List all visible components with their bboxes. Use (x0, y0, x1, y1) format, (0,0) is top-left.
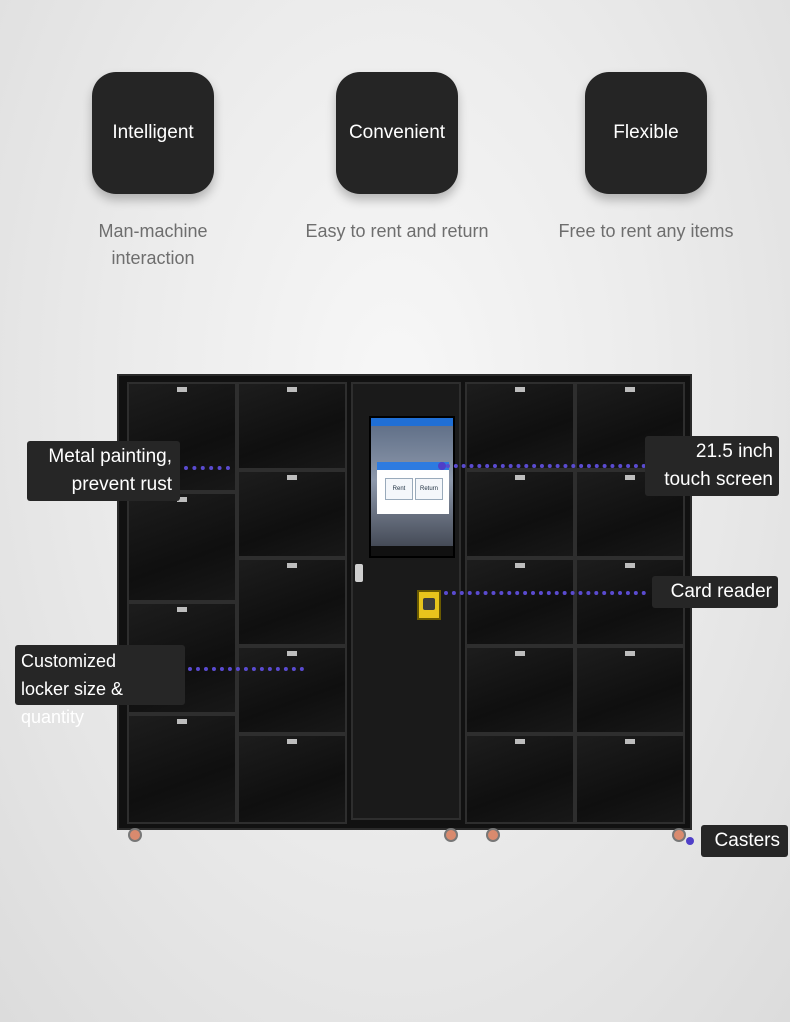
callout-casters: Casters (701, 825, 788, 857)
callout-customized: Customized locker size & quantity (15, 645, 185, 727)
card-reader-icon (417, 590, 441, 620)
locker-door (465, 646, 575, 734)
locker-door (127, 492, 237, 602)
callout-connector (446, 464, 646, 468)
caster-wheel-icon (486, 828, 500, 842)
locker-door (237, 382, 347, 470)
feature-convenient: Convenient Easy to rent and return (277, 72, 517, 245)
callout-anchor (438, 462, 446, 470)
caster-wheel-icon (444, 828, 458, 842)
locker-door (575, 646, 685, 734)
feature-description: Man-machine interaction (98, 221, 208, 268)
feature-description: Easy to rent and return (305, 221, 489, 241)
locker-door (465, 382, 575, 470)
locker-column (465, 382, 575, 824)
locker-door (465, 470, 575, 558)
caster-wheel-icon (128, 828, 142, 842)
locker-door (237, 734, 347, 824)
feature-tile: Convenient (336, 72, 458, 194)
locker-column (237, 382, 347, 824)
callout-card-reader: Card reader (652, 576, 778, 608)
feature-tile: Intelligent (92, 72, 214, 194)
rent-button: Rent (385, 478, 413, 500)
feature-flexible: Flexible Free to rent any items (526, 72, 766, 245)
locker-door (465, 734, 575, 824)
locker-door (465, 558, 575, 646)
screen-dialog: Rent Return (377, 462, 449, 514)
locker-door (575, 734, 685, 824)
callout-connector (444, 591, 646, 595)
callout-connector (188, 667, 304, 671)
callout-connector (184, 466, 230, 470)
caster-wheel-icon (672, 828, 686, 842)
feature-tile: Flexible (585, 72, 707, 194)
return-button: Return (415, 478, 443, 500)
feature-description: Free to rent any items (558, 221, 734, 241)
door-lock-icon (355, 564, 363, 582)
locker-door (237, 558, 347, 646)
locker-door (237, 470, 347, 558)
locker-door (127, 714, 237, 824)
touch-screen: Rent Return (369, 416, 455, 558)
callout-metal-painting: Metal painting, prevent rust (27, 441, 180, 501)
control-panel: Rent Return (351, 382, 461, 820)
callout-touch-screen: 21.5 inch touch screen (645, 436, 779, 496)
feature-intelligent: Intelligent Man-machine interaction (33, 72, 273, 272)
locker-cabinet: Rent Return (117, 374, 692, 830)
locker-door (237, 646, 347, 734)
callout-anchor (686, 837, 694, 845)
